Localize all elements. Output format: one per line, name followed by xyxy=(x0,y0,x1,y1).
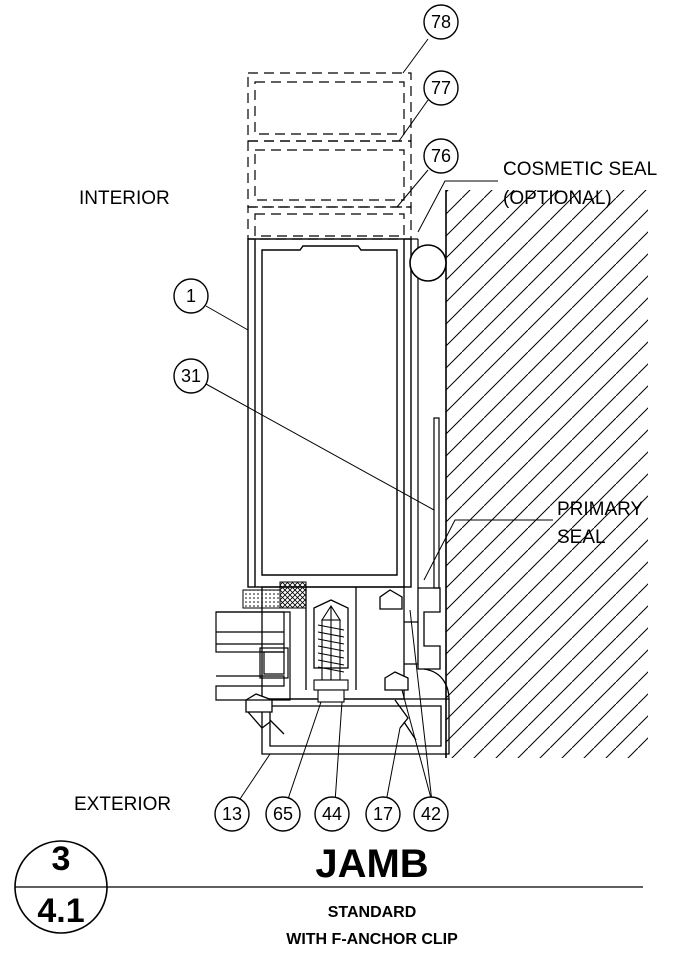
primary-seal-label-2: SEAL xyxy=(557,527,606,548)
leader-lines xyxy=(205,38,553,803)
anchor-screw xyxy=(313,604,349,703)
callout-31: 31 xyxy=(181,366,201,386)
crosshatch-insulator xyxy=(279,581,307,609)
callout-17: 17 xyxy=(373,804,393,824)
detail-number: 3 xyxy=(52,840,71,878)
callout-77: 77 xyxy=(431,78,451,98)
sheet-number: 4.1 xyxy=(37,892,84,930)
callout-76: 76 xyxy=(431,146,451,166)
detail-subtitle-2: WITH F-ANCHOR CLIP xyxy=(286,931,458,948)
interior-label: INTERIOR xyxy=(79,188,170,209)
title-block: 3 4.1 JAMB STANDARD WITH F-ANCHOR CLIP xyxy=(14,840,643,948)
cosmetic-seal-label-2: (OPTIONAL) xyxy=(503,188,612,209)
callout-13: 13 xyxy=(222,804,242,824)
callout-78: 78 xyxy=(431,12,451,32)
main-mullion xyxy=(247,238,412,588)
glazing-pocket-assembly xyxy=(245,586,450,755)
callout-65: 65 xyxy=(273,804,293,824)
dotted-setting-block xyxy=(242,589,281,609)
callout-44: 44 xyxy=(322,804,342,824)
callout-circles xyxy=(173,4,459,832)
perimeter-strip xyxy=(411,238,440,589)
callout-42: 42 xyxy=(421,804,441,824)
cosmetic-seal-label-1: COSMETIC SEAL xyxy=(503,159,657,180)
exterior-label: EXTERIOR xyxy=(74,794,171,815)
mullion-extensions-dashed xyxy=(247,72,412,240)
detail-subtitle-1: STANDARD xyxy=(328,904,417,921)
wall-substrate xyxy=(445,190,648,758)
cosmetic-seal-backer-rod xyxy=(409,244,447,282)
infill-panel xyxy=(215,611,291,701)
callout-1: 1 xyxy=(186,286,196,306)
detail-title: JAMB xyxy=(315,842,428,886)
primary-seal-label-1: PRIMARY xyxy=(557,499,644,520)
